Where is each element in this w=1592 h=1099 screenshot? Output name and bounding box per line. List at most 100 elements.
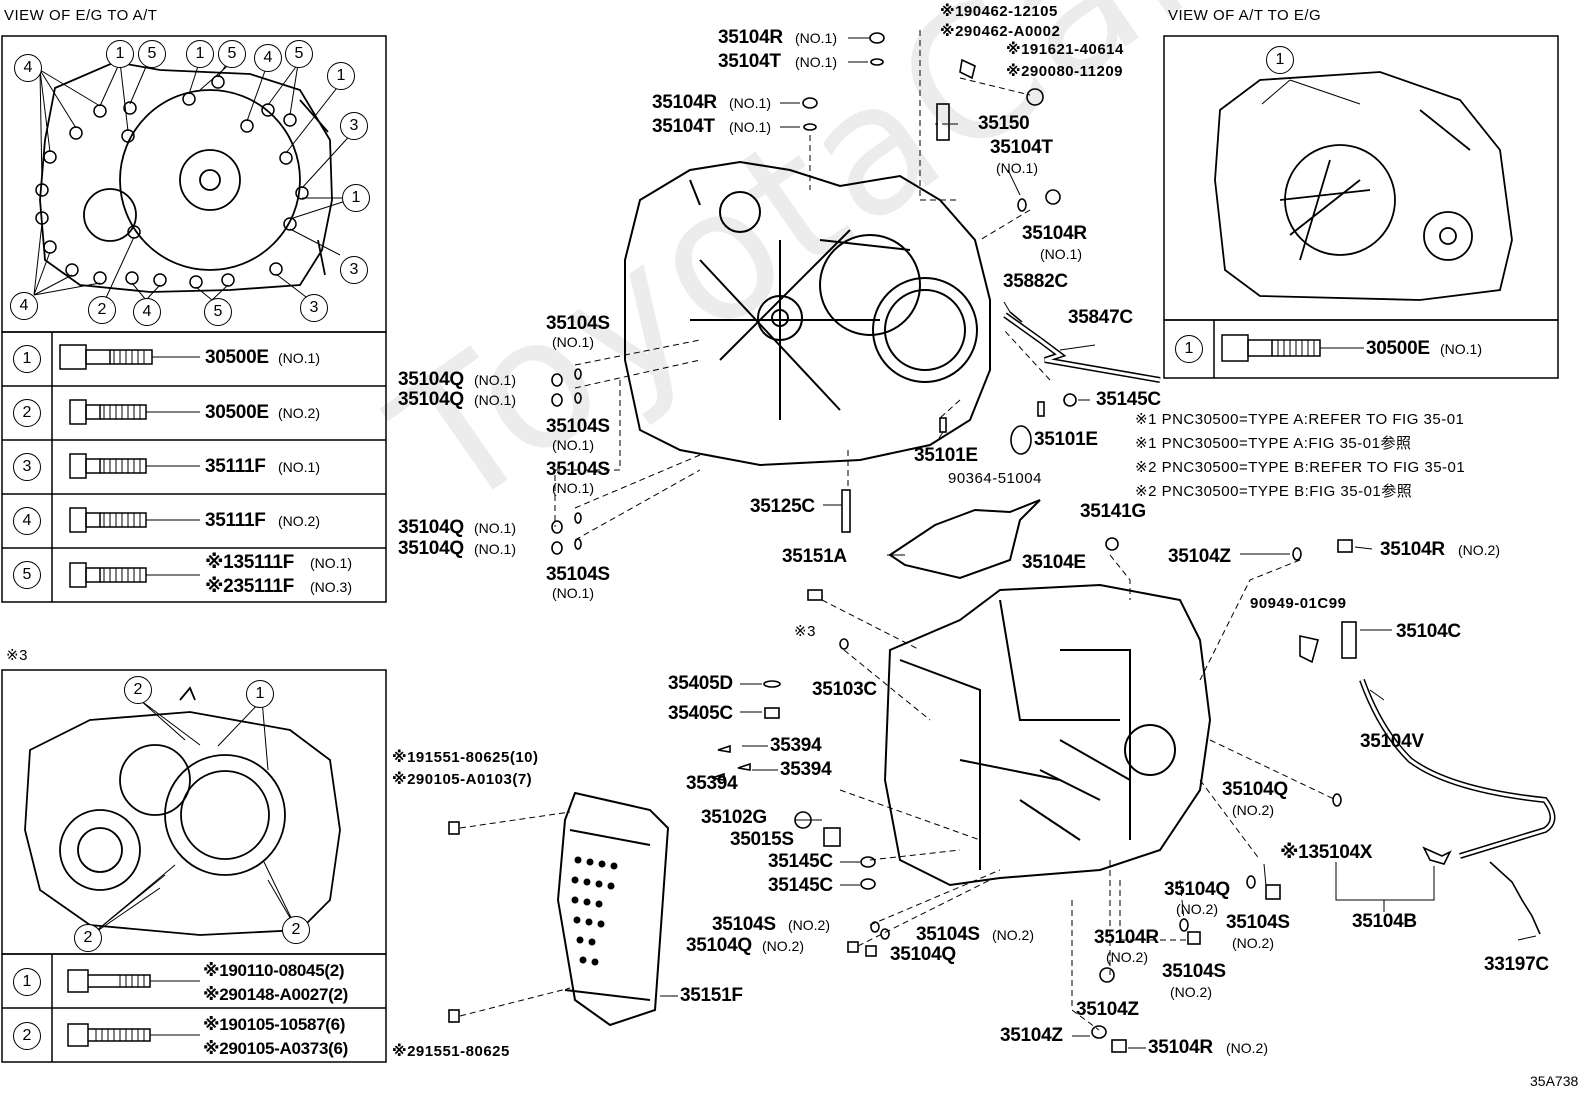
note-line: ※1 PNC30500=TYPE A:REFER TO FIG 35-01 bbox=[1135, 411, 1465, 428]
transaxle-case bbox=[883, 583, 1212, 887]
callout-spec: (NO.1) bbox=[729, 119, 771, 135]
callout-part: 35104R bbox=[1380, 539, 1445, 560]
small-parts bbox=[448, 32, 1541, 1053]
caption-eg-to-at: VIEW OF E/G TO A/T bbox=[4, 7, 158, 24]
callout-part: ※290080-11209 bbox=[1006, 63, 1124, 80]
callout-spec: (NO.1) bbox=[474, 520, 516, 536]
marker: 5 bbox=[204, 298, 232, 326]
callout-part: 35151F bbox=[680, 985, 743, 1006]
marker: 2 bbox=[88, 296, 116, 324]
callout-part: 35104Q bbox=[890, 944, 956, 965]
callout-spec: (NO.2) bbox=[1232, 802, 1274, 818]
leader-lines-note3 bbox=[89, 699, 297, 937]
callout-spec: (NO.2) bbox=[1226, 1040, 1268, 1056]
table-row-no: 2 bbox=[13, 399, 41, 427]
marker: 1 bbox=[186, 40, 214, 68]
callout-part: 35104R bbox=[1022, 223, 1087, 244]
view-box-at-to-eg bbox=[1163, 35, 1559, 321]
callout-part: 35394 bbox=[770, 735, 822, 756]
bolt-icon-right bbox=[1221, 334, 1364, 362]
callout-part: 35101E bbox=[914, 445, 978, 466]
marker: 4 bbox=[14, 54, 42, 82]
marker: 4 bbox=[10, 292, 38, 320]
callout-spec: (NO.1) bbox=[996, 160, 1038, 176]
marker: 1 bbox=[106, 40, 134, 68]
marker: 2 bbox=[124, 676, 152, 704]
callout-part: 33197C bbox=[1484, 954, 1549, 975]
callout-part: 35104Q bbox=[398, 389, 464, 410]
callout-spec: (NO.2) bbox=[1170, 984, 1212, 1000]
callout-spec: (NO.2) bbox=[1176, 901, 1218, 917]
callout-part: 35104S bbox=[546, 313, 610, 334]
callout-part: ※135104X bbox=[1280, 842, 1373, 863]
callout-part: ※190462-12105 bbox=[940, 3, 1058, 20]
marker: 5 bbox=[285, 40, 313, 68]
dashed-lines bbox=[459, 30, 1337, 1031]
callout-part: 35104S bbox=[712, 914, 776, 935]
callout-spec: (NO.1) bbox=[474, 392, 516, 408]
table-row-no: 3 bbox=[13, 453, 41, 481]
part-number: 30500E bbox=[205, 347, 269, 368]
note-line: ※2 PNC30500=TYPE B:FIG 35-01参照 bbox=[1135, 483, 1413, 500]
callout-part: 35145C bbox=[768, 875, 833, 896]
oil-pan-mesh bbox=[571, 856, 618, 966]
callout-part: ※290462-A0002 bbox=[940, 23, 1061, 40]
housing-eg-view bbox=[39, 61, 333, 293]
callout-part: 35104T bbox=[990, 137, 1053, 158]
callout-part: 35104E bbox=[1022, 552, 1086, 573]
bolt-table-left-grid bbox=[1, 331, 387, 603]
callout-part: 35104S bbox=[546, 564, 610, 585]
callout-part: ※291551-80625 bbox=[392, 1043, 510, 1060]
callout-spec: (NO.1) bbox=[1040, 246, 1082, 262]
part-spec: (NO.2) bbox=[278, 405, 320, 421]
hose-35104v bbox=[1359, 678, 1556, 859]
callout-part: 35104Q bbox=[1222, 779, 1288, 800]
callout-part: ※191621-40614 bbox=[1006, 41, 1124, 58]
callout-spec: (NO.2) bbox=[762, 938, 804, 954]
callout-part: 35145C bbox=[1096, 389, 1161, 410]
bolt-table-right-grid bbox=[1163, 319, 1559, 379]
marker: 1 bbox=[1266, 46, 1294, 74]
callout-part: 35104R bbox=[652, 92, 717, 113]
callout-part: 35125C bbox=[750, 496, 815, 517]
callout-part: 35104C bbox=[1396, 621, 1461, 642]
callout-spec: (NO.1) bbox=[795, 30, 837, 46]
callout-part: 35405D bbox=[668, 673, 733, 694]
part-number: 30500E bbox=[1366, 338, 1430, 359]
part-number: 30500E bbox=[205, 402, 269, 423]
callout-spec: (NO.2) bbox=[1232, 935, 1274, 951]
callout-part: 35101E bbox=[1034, 429, 1098, 450]
marker: 1 bbox=[342, 184, 370, 212]
callout-part: 35104Z bbox=[1000, 1025, 1063, 1046]
part-number: ※290105-A0373(6) bbox=[203, 1039, 348, 1058]
part-spec: (NO.1) bbox=[278, 350, 320, 366]
bolt-icons-left bbox=[59, 344, 200, 588]
callout-spec: (NO.2) bbox=[788, 917, 830, 933]
leader-lines-eg bbox=[33, 59, 356, 301]
callout-part: 35104Q bbox=[1164, 879, 1230, 900]
part-number: ※190105-10587(6) bbox=[203, 1015, 346, 1034]
callout-part: 35104R bbox=[1094, 927, 1159, 948]
table-row-no: 1 bbox=[13, 968, 41, 996]
callout-part: 35104R bbox=[1148, 1037, 1213, 1058]
callout-part: 90364-51004 bbox=[948, 470, 1042, 487]
callout-part: 35104Q bbox=[686, 935, 752, 956]
callout-part: 35104Z bbox=[1168, 546, 1231, 567]
callout-spec: (NO.1) bbox=[729, 95, 771, 111]
callout-part: 35104V bbox=[1360, 731, 1424, 752]
note-line: ※2 PNC30500=TYPE B:REFER TO FIG 35-01 bbox=[1135, 459, 1466, 476]
callout-part: 35104B bbox=[1352, 911, 1417, 932]
converter-housing bbox=[624, 160, 991, 467]
table-row-no: 2 bbox=[13, 1022, 41, 1050]
marker: 4 bbox=[254, 44, 282, 72]
part-spec: (NO.1) bbox=[1440, 341, 1482, 357]
part-spec: (NO.2) bbox=[278, 513, 320, 529]
marker: 5 bbox=[138, 40, 166, 68]
callout-part: 35104Z bbox=[1076, 999, 1139, 1020]
callout-part: ※191551-80625(10) bbox=[392, 749, 539, 766]
callout-part: 90949-01C99 bbox=[1250, 595, 1347, 612]
callout-spec: (NO.1) bbox=[552, 334, 594, 350]
table-row-no: 1 bbox=[1175, 335, 1203, 363]
callout-spec: (NO.1) bbox=[795, 54, 837, 70]
callout-part: 35104T bbox=[652, 116, 715, 137]
